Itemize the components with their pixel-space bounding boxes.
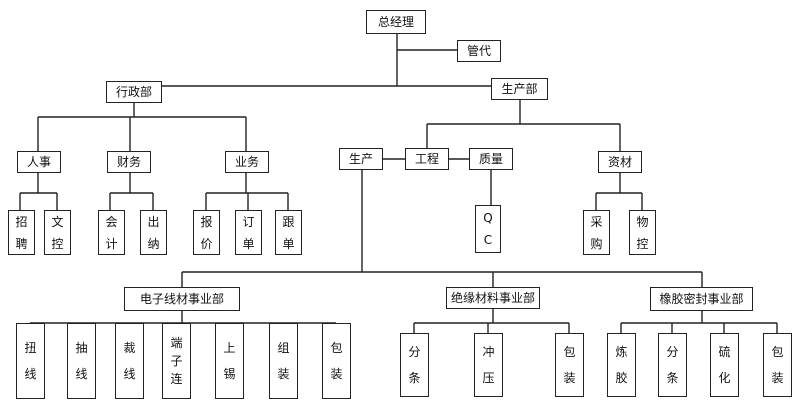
box-char: 聘	[15, 236, 28, 251]
box-char: 包	[771, 345, 784, 359]
wire-subunit-box: 组装	[269, 323, 298, 399]
recruiting-box: 招聘	[8, 210, 35, 255]
purchasing-box: 采购	[583, 210, 610, 255]
division-electronic-wire-box: 电子线材事业部	[124, 287, 240, 311]
rubber-subunit-box: 包装	[763, 333, 792, 397]
box-char: 文	[51, 214, 64, 229]
box-char: 装	[771, 371, 784, 385]
box-char: 装	[563, 371, 576, 385]
box-char: 硫	[718, 345, 731, 359]
box-char: 招	[15, 214, 28, 229]
box-char: 跟	[282, 214, 295, 229]
box-char: 端	[170, 336, 183, 350]
box-char: 锡	[223, 367, 236, 381]
box-char: 条	[666, 371, 679, 385]
box-char: C	[483, 233, 493, 247]
wire-subunit-box: 上锡	[215, 323, 244, 399]
box-char: 单	[282, 236, 295, 251]
box-char: 购	[590, 236, 603, 251]
box-char: 物	[636, 214, 649, 229]
production-box: 生产	[339, 148, 383, 170]
finance-box: 财务	[107, 151, 151, 173]
quotation-box: 报价	[193, 210, 220, 255]
wire-subunit-box: 裁线	[115, 323, 144, 399]
box-char: 包	[563, 345, 576, 359]
production-dept-box: 生产部	[491, 78, 548, 100]
box-char: 分	[666, 345, 679, 359]
box-char: 控	[51, 236, 64, 251]
box-char: 包	[330, 341, 343, 355]
rubber-subunit-box: 炼胶	[607, 333, 636, 397]
rubber-subunit-box: 分条	[658, 333, 687, 397]
box-char: 压	[482, 371, 495, 385]
division-rubber-seal-box: 橡胶密封事业部	[650, 287, 753, 311]
box-char: 扭	[24, 341, 37, 355]
box-char: 分	[408, 345, 421, 359]
box-char: 订	[242, 214, 255, 229]
box-char: 胶	[615, 371, 628, 385]
followup-box: 跟单	[275, 210, 302, 255]
insulation-subunit-box: 冲压	[474, 333, 503, 397]
box-char: 炼	[615, 345, 628, 359]
accounting-box: 会计	[98, 210, 125, 255]
box-char: 会	[105, 214, 118, 229]
gm-box: 总经理	[366, 10, 426, 34]
box-char: 线	[123, 367, 136, 381]
materials-box: 资材	[598, 151, 642, 173]
box-char: 化	[718, 371, 731, 385]
orders-box: 订单	[235, 210, 262, 255]
box-char: 装	[277, 367, 290, 381]
wire-subunit-box: 端子连	[162, 323, 191, 399]
box-char: 线	[75, 367, 88, 381]
engineering-box: 工程	[405, 148, 449, 170]
sales-box: 业务	[225, 151, 269, 173]
box-char: 计	[105, 236, 118, 251]
box-char: 报	[200, 214, 213, 229]
box-char: 装	[330, 367, 343, 381]
box-char: 抽	[75, 341, 88, 355]
document-control-box: 文控	[44, 210, 71, 255]
wire-subunit-box: 扭线	[16, 323, 45, 399]
box-char: 条	[408, 371, 421, 385]
insulation-subunit-box: 分条	[400, 333, 429, 397]
box-char: Q	[483, 211, 493, 225]
admin-dept-box: 行政部	[106, 81, 162, 103]
box-char: 单	[242, 236, 255, 251]
guandai-box: 管代	[457, 40, 501, 62]
box-char: 组	[277, 341, 290, 355]
division-insulation-box: 绝缘材料事业部	[446, 287, 540, 309]
box-char: 纳	[147, 236, 160, 251]
box-char: 子	[170, 354, 183, 368]
box-char: 价	[200, 236, 213, 251]
rubber-subunit-box: 硫化	[710, 333, 739, 397]
box-char: 采	[590, 214, 603, 229]
insulation-subunit-box: 包装	[555, 333, 584, 397]
quality-box: 质量	[469, 148, 513, 170]
wire-subunit-box: 抽线	[67, 323, 96, 399]
box-char: 冲	[482, 345, 495, 359]
box-char: 上	[223, 341, 236, 355]
wire-subunit-box: 包装	[322, 323, 351, 399]
box-char: 出	[147, 214, 160, 229]
material-control-box: 物控	[629, 210, 656, 255]
cashier-box: 出纳	[140, 210, 167, 255]
hr-box: 人事	[17, 151, 61, 173]
box-char: 裁	[123, 341, 136, 355]
box-char: 控	[636, 236, 649, 251]
box-char: 连	[170, 372, 183, 386]
box-char: 线	[24, 367, 37, 381]
